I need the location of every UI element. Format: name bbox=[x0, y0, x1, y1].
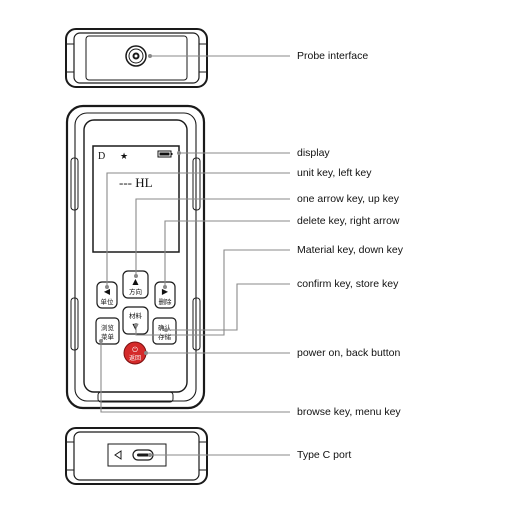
material-key-label: 材料 bbox=[129, 311, 143, 320]
callout-power-button: power on, back button bbox=[297, 347, 401, 359]
probe-interface-icon bbox=[125, 45, 147, 67]
device-bottom-view bbox=[65, 427, 208, 485]
direction-key-label: 方向 bbox=[129, 287, 142, 296]
callout-confirm-key: confirm key, store key bbox=[297, 278, 399, 290]
star-icon: ★ bbox=[120, 152, 128, 162]
callout-material-key: Material key, down key bbox=[297, 244, 404, 256]
browse-key[interactable]: 浏览 菜单 bbox=[95, 317, 120, 345]
leader-lines bbox=[100, 55, 290, 456]
callout-unit-key: unit key, left key bbox=[297, 167, 372, 179]
left-arrow-icon: ◀ bbox=[104, 287, 111, 296]
browse-key-line2: 菜单 bbox=[101, 332, 115, 341]
power-key-label: 返回 bbox=[129, 355, 141, 362]
up-arrow-icon: ▲ bbox=[132, 277, 139, 286]
callout-delete-key: delete key, right arrow bbox=[297, 215, 400, 227]
callout-browse-key: browse key, menu key bbox=[297, 406, 401, 418]
unit-key-label: 单位 bbox=[101, 297, 115, 306]
power-icon: ⏻ bbox=[132, 346, 138, 354]
triangle-marker-icon bbox=[114, 450, 122, 460]
browse-key-line1: 浏览 bbox=[101, 323, 115, 332]
battery-icon bbox=[157, 150, 173, 158]
callout-probe-interface: Probe interface bbox=[297, 50, 369, 62]
confirm-key-line1: 确认 bbox=[158, 323, 172, 332]
callout-display: display bbox=[297, 147, 330, 159]
delete-key-label: 删除 bbox=[159, 297, 173, 306]
hardness-readout: --- HL bbox=[119, 175, 153, 190]
right-arrow-icon: ▶ bbox=[162, 287, 169, 296]
callout-type-c-port: Type C port bbox=[297, 449, 352, 461]
leader-dots bbox=[99, 54, 181, 457]
mode-indicator: D bbox=[98, 151, 105, 162]
power-button[interactable]: ⏻ 返回 bbox=[123, 341, 147, 365]
device-top-view bbox=[65, 28, 208, 88]
callout-up-key: one arrow key, up key bbox=[297, 193, 399, 205]
confirm-key-line2: 存储 bbox=[158, 332, 172, 341]
